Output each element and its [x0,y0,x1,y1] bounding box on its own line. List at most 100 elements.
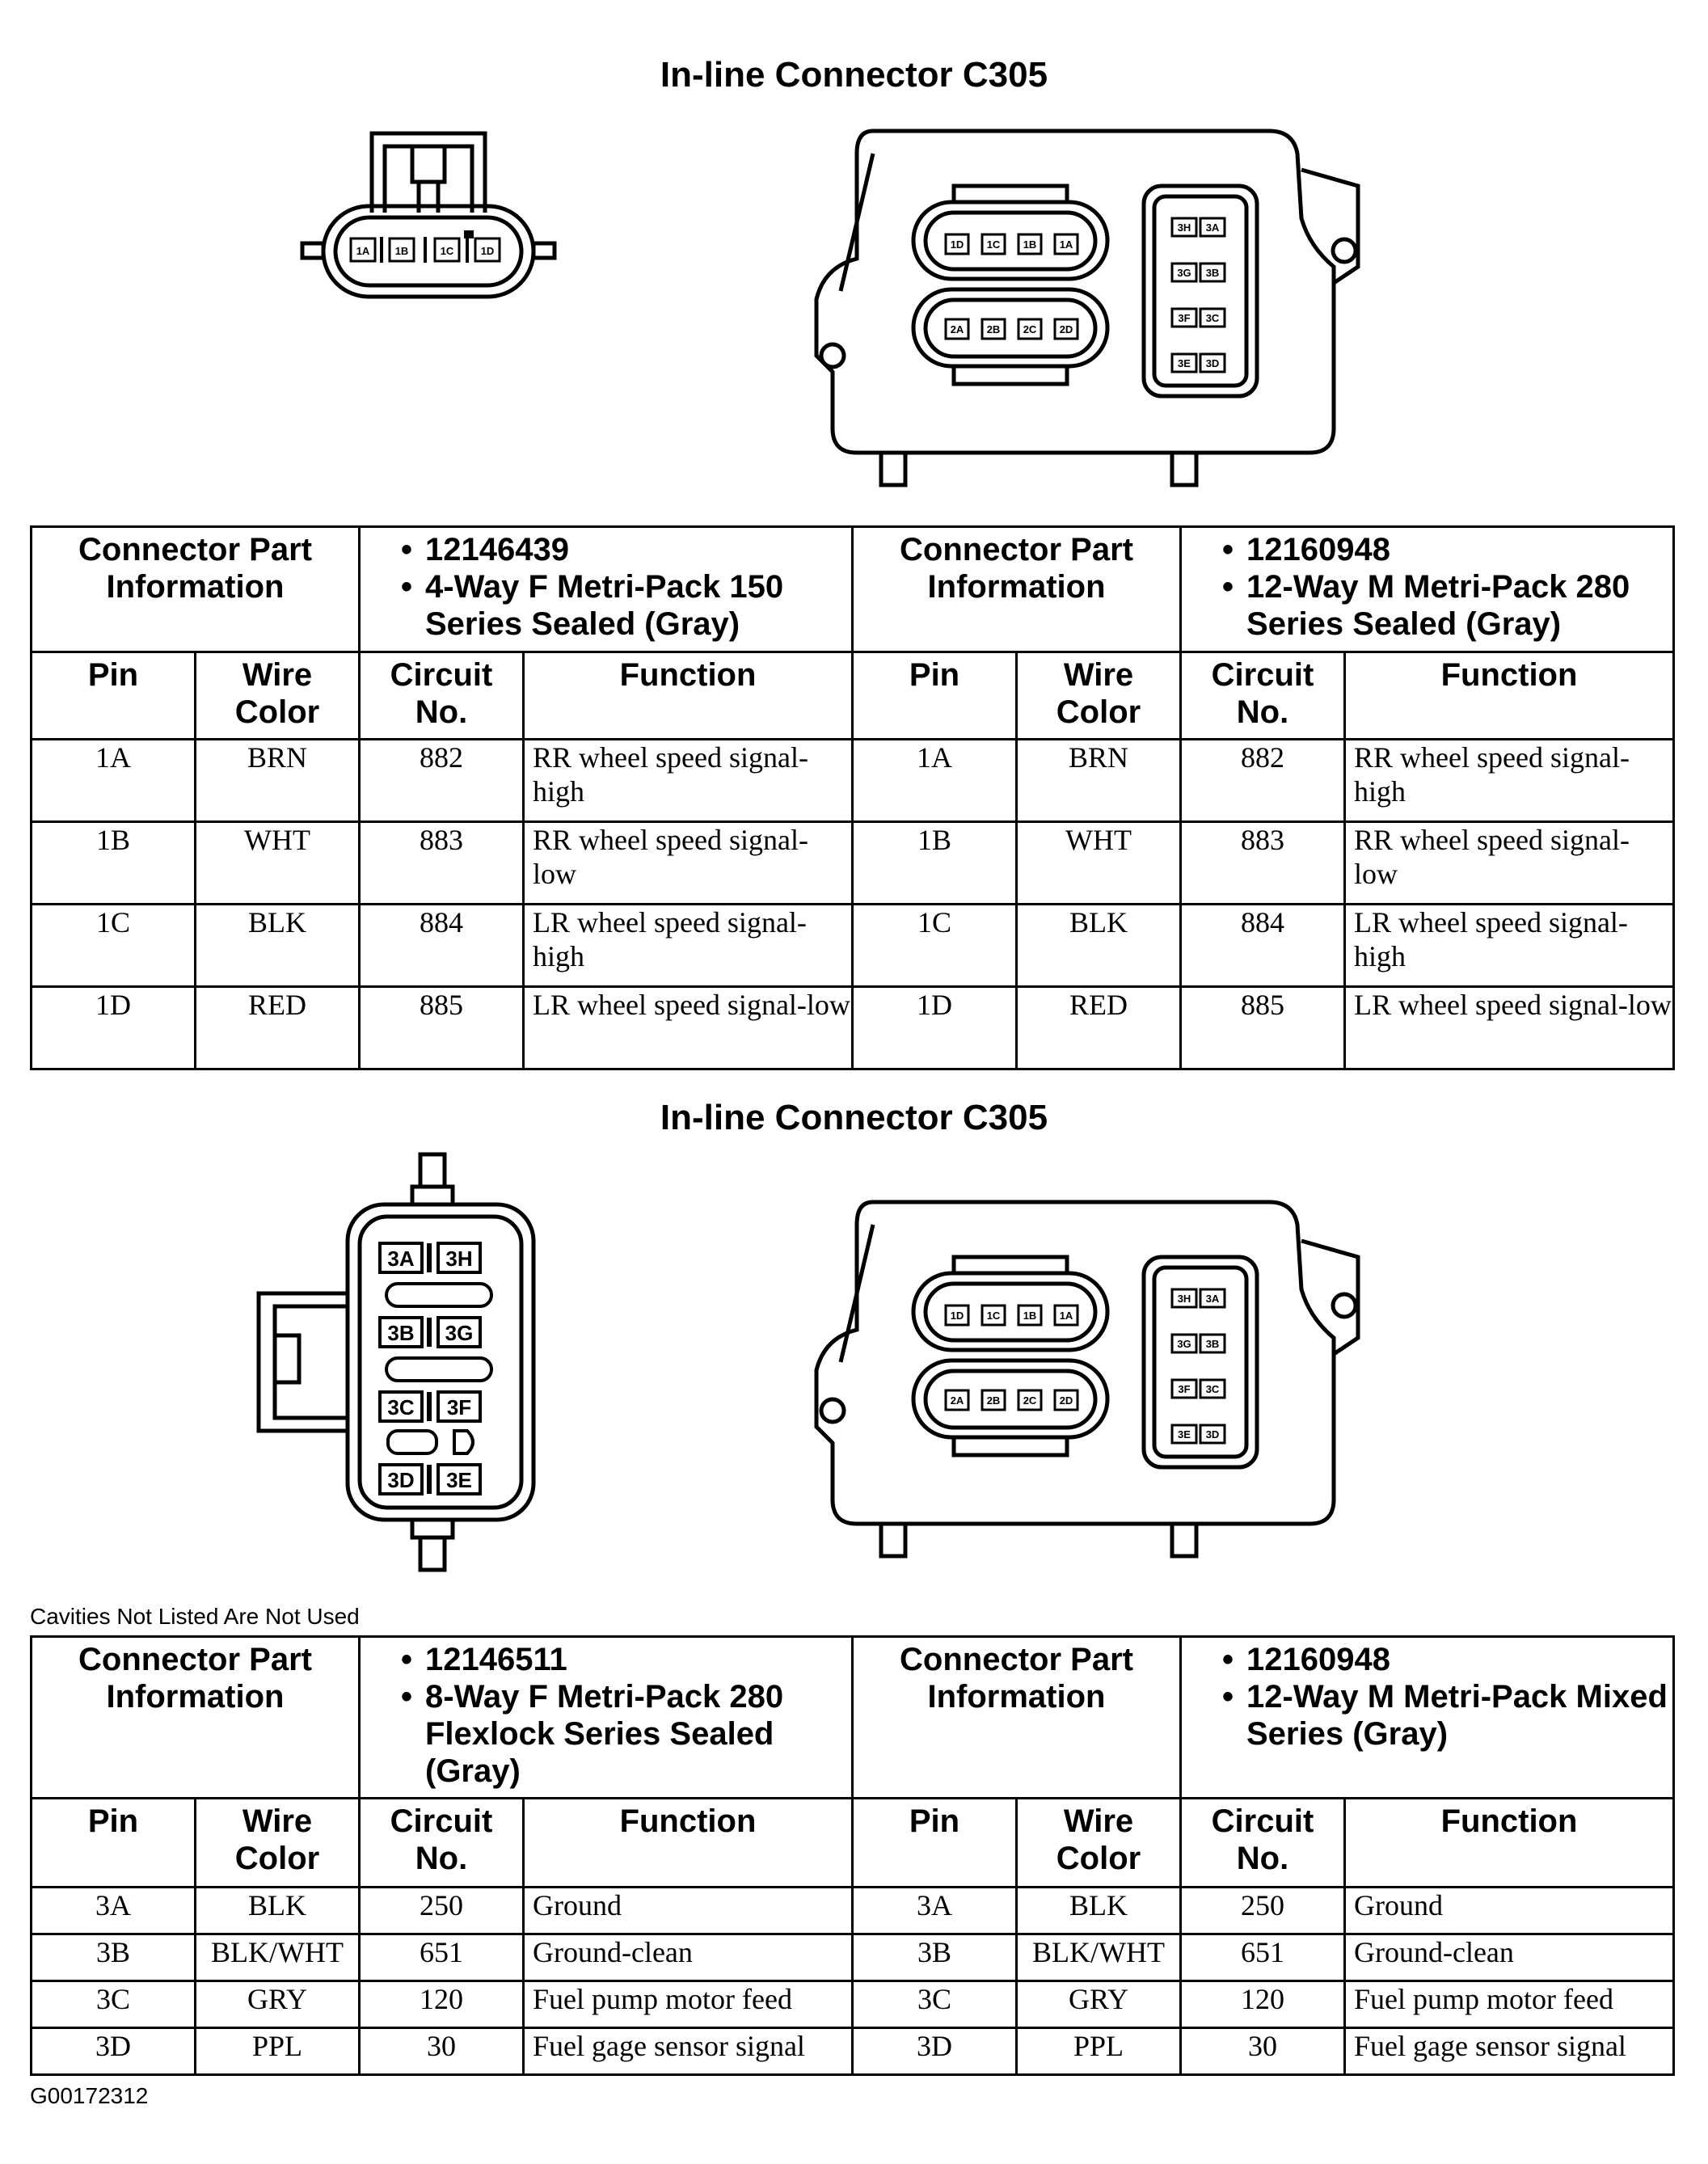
part-number: 12160948 [1246,1642,1390,1677]
cavity-label: 3A [387,1247,414,1271]
col-header-pin: Pin [851,1797,1018,1888]
cavity-label: 1A [356,245,370,257]
cavity-label: 3H [1178,221,1191,234]
pin-cell: 3D [30,2027,196,2076]
wire-color-cell: BLK/WHT [1015,1933,1182,1982]
circuit-cell: 30 [358,2027,525,2076]
col-header-circuit: Circuit No. [1179,1797,1346,1888]
cavity-label: 2D [1060,1394,1073,1407]
right-part-info: •12160948 •12-Way M Metri-Pack 280 Serie… [1179,525,1676,653]
cavity-label: 1D [951,238,964,251]
cavity-label: 2C [1023,323,1037,335]
wire-color-cell: BRN [1015,738,1183,823]
cavity-label: 3F [1178,312,1190,324]
cavity-label: 2B [987,323,1001,335]
circuit-cell: 250 [1179,1886,1346,1935]
table-row: 3C GRY 120 Fuel pump motor feed 3C GRY 1… [30,1980,1676,2029]
col-header-function: Function [521,651,854,740]
function-cell: RR wheel speed signal-high [521,738,854,823]
function-cell: Fuel pump motor feed [1343,1980,1676,2029]
connector-4way-diagram: 1A 1B 1C 1D [300,131,557,299]
cavity-label: 3H [1178,1293,1191,1305]
function-cell: Ground [1343,1886,1676,1935]
function-cell: Fuel pump motor feed [522,1980,854,2029]
pin-cell: 1D [851,985,1018,1070]
function-cell: LR wheel speed signal-high [521,903,854,988]
wire-color-cell: GRY [1015,1980,1182,2029]
col-header-wire: Wire Color [1015,1797,1182,1888]
circuit-cell: 884 [1179,903,1347,988]
cavity-label: 3G [1177,267,1191,279]
pin-cell: 3B [851,1933,1018,1982]
col-header-pin: Pin [30,1797,196,1888]
cavity-label: 3G [445,1321,474,1345]
pin-cell: 3D [851,2027,1018,2076]
function-cell: LR wheel speed signal-low [1343,985,1676,1070]
col-header-function: Function [1343,1797,1676,1888]
cavity-label: 3B [1206,1338,1220,1350]
pin-cell: 1A [30,738,196,823]
circuit-cell: 884 [358,903,525,988]
wire-color-cell: PPL [1015,2027,1182,2076]
connector-8way-diagram: 3A 3H 3B 3G 3C 3F 3D 3E [256,1152,536,1572]
function-cell: RR wheel speed signal-high [1343,738,1676,823]
wire-color-cell: BLK [1015,903,1183,988]
left-part-info: •12146439 •4-Way F Metri-Pack 150 Series… [357,525,854,653]
cavity-label: 2B [987,1394,1001,1407]
pin-cell: 3C [851,1980,1018,2029]
wire-color-cell: BLK [194,903,361,988]
circuit-cell: 120 [358,1980,525,2029]
pin-cell: 3B [30,1933,196,1982]
cavity-label: 1C [987,238,1001,251]
col-header-pin: Pin [30,651,196,740]
cavity-label: 1C [441,245,454,257]
pin-cell: 1B [30,820,196,905]
cavities-note: Cavities Not Listed Are Not Used [30,1604,360,1629]
connector-12way-diagram: 1D 1C 1B 1A 2A 2B 2C 2D 3H 3A 3G 3B 3F 3… [814,1200,1360,1559]
wire-color-cell: WHT [194,820,361,905]
cavity-label: 1D [481,245,495,257]
part-description: 4-Way F Metri-Pack 150 Series Sealed (Gr… [425,569,784,642]
circuit-cell: 651 [1179,1933,1346,1982]
cavity-label: 3B [387,1321,414,1345]
function-cell: Fuel gage sensor signal [522,2027,854,2076]
table-row: 1C BLK 884 LR wheel speed signal-high 1C… [30,903,1676,988]
function-cell: Ground-clean [1343,1933,1676,1982]
pin-cell: 3C [30,1980,196,2029]
left-info-label: Connector Part Information [30,1635,361,1799]
circuit-cell: 882 [1179,738,1347,823]
cavity-label: 3C [387,1395,414,1419]
function-cell: LR wheel speed signal-low [521,985,854,1070]
cavity-label: 3E [1178,1428,1191,1441]
function-cell: Ground [522,1886,854,1935]
pin-cell: 1C [30,903,196,988]
function-cell: RR wheel speed signal-low [521,820,854,905]
circuit-cell: 885 [358,985,525,1070]
col-header-wire: Wire Color [194,651,361,740]
cavity-label: 3E [446,1468,472,1492]
section1-pinout-table: Connector Part Information •12146439 •4-… [30,525,1676,1070]
cavity-label: 1A [1060,1310,1073,1322]
table-row: 1D RED 885 LR wheel speed signal-low 1D … [30,985,1676,1070]
wire-color-cell: GRY [194,1980,361,2029]
connector-12way-diagram: 1D 1C 1B 1A 2A 2B 2C 2D 3H 3A 3G 3B 3F 3… [814,129,1360,487]
wire-color-cell: PPL [194,2027,361,2076]
wire-color-cell: RED [194,985,361,1070]
cavity-label: 2C [1023,1394,1037,1407]
left-info-label: Connector Part Information [30,525,361,653]
part-description: 12-Way M Metri-Pack Mixed Series (Gray) [1246,1679,1668,1752]
right-info-label: Connector Part Information [851,1635,1182,1799]
part-number: 12146511 [425,1642,567,1677]
wire-color-cell: BLK [1015,1886,1182,1935]
part-description: 8-Way F Metri-Pack 280 Flexlock Series S… [425,1679,784,1789]
cavity-label: 3E [1178,357,1191,369]
pin-cell: 1A [851,738,1018,823]
col-header-function: Function [1343,651,1676,740]
pin-cell: 3A [30,1886,196,1935]
circuit-cell: 885 [1179,985,1347,1070]
cavity-label: 3C [1206,1383,1220,1395]
table-row: 3B BLK/WHT 651 Ground-clean 3B BLK/WHT 6… [30,1933,1676,1982]
cavity-label: 1D [951,1310,964,1322]
wire-color-cell: WHT [1015,820,1183,905]
col-header-function: Function [522,1797,854,1888]
